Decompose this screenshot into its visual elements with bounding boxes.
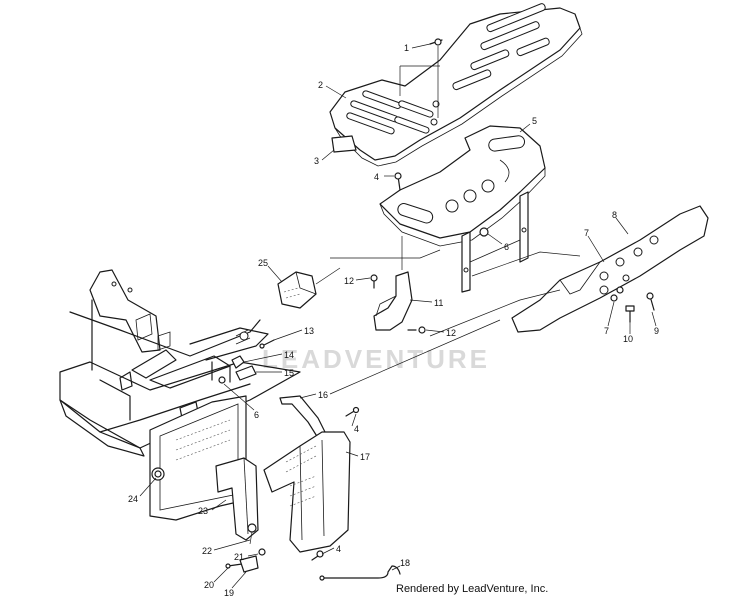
part-5-mount-plate xyxy=(379,125,546,293)
callout-18: 18 xyxy=(400,558,410,568)
part-4-screw-upper xyxy=(394,172,402,191)
callout-21: 21 xyxy=(234,552,244,562)
part-9-bolt xyxy=(646,292,655,311)
callout-11: 11 xyxy=(434,298,443,308)
part-20-screw xyxy=(225,563,243,569)
part-19-clip xyxy=(239,555,259,573)
callout-7-upper: 7 xyxy=(584,228,589,238)
part-15-connector xyxy=(235,365,257,381)
callout-16: 16 xyxy=(318,390,328,400)
part-4-screw-middle xyxy=(345,406,360,417)
part-10-bolt xyxy=(625,305,635,323)
part-18-cable xyxy=(319,565,401,581)
callout-25: 25 xyxy=(258,258,268,268)
callout-13: 13 xyxy=(304,326,314,336)
part-12-bolt-upper xyxy=(370,274,378,289)
callout-3: 3 xyxy=(314,156,319,166)
part-24-plug xyxy=(154,470,162,478)
part-11-bracket xyxy=(373,271,413,331)
callout-8: 8 xyxy=(612,210,617,220)
part-14-clip xyxy=(231,355,245,369)
part-16-hose xyxy=(279,395,327,439)
callout-19: 19 xyxy=(224,588,234,598)
callout-4-upper: 4 xyxy=(374,172,379,182)
part-7-washers xyxy=(610,286,624,302)
part-1-bolt xyxy=(429,38,443,118)
frame xyxy=(59,269,301,457)
part-17-shroud xyxy=(263,431,351,553)
part-13-bolt xyxy=(259,339,275,349)
callout-24: 24 xyxy=(128,494,138,504)
part-3-reflector xyxy=(331,135,357,153)
part-22-washer xyxy=(247,523,257,545)
radiator xyxy=(149,395,247,521)
callout-17: 17 xyxy=(360,452,370,462)
callout-7-lower: 7 xyxy=(604,326,609,336)
callout-14: 14 xyxy=(284,350,294,360)
callout-6-lower: 6 xyxy=(254,410,259,420)
callout-15: 15 xyxy=(284,368,294,378)
callout-4-middle: 4 xyxy=(354,424,359,434)
callout-22: 22 xyxy=(202,546,212,556)
callout-12-upper: 12 xyxy=(344,276,354,286)
part-4-screw-lower xyxy=(311,550,324,561)
part-6-nut-lower xyxy=(218,376,226,384)
part-2-rack-top xyxy=(329,3,583,167)
part-21-nut xyxy=(258,548,266,556)
render-credit: Rendered by LeadVenture, Inc. xyxy=(396,583,549,595)
watermark-text: LEADVENTURE xyxy=(262,344,490,374)
callout-20: 20 xyxy=(204,580,214,590)
callout-4-lower: 4 xyxy=(336,544,341,554)
part-23-side-panel xyxy=(215,457,259,541)
callout-23: 23 xyxy=(198,506,208,516)
part-12-bolt-lower xyxy=(407,326,426,334)
callout-9: 9 xyxy=(654,326,659,336)
callout-12-lower: 12 xyxy=(446,328,456,338)
callout-6-upper: 6 xyxy=(504,242,509,252)
callout-1: 1 xyxy=(404,43,409,53)
part-25-light xyxy=(277,267,341,309)
callout-2: 2 xyxy=(318,80,323,90)
part-6-nut-upper xyxy=(479,227,489,237)
callout-10: 10 xyxy=(623,334,633,344)
callout-5: 5 xyxy=(532,116,537,126)
part-8-bumper xyxy=(511,205,709,333)
